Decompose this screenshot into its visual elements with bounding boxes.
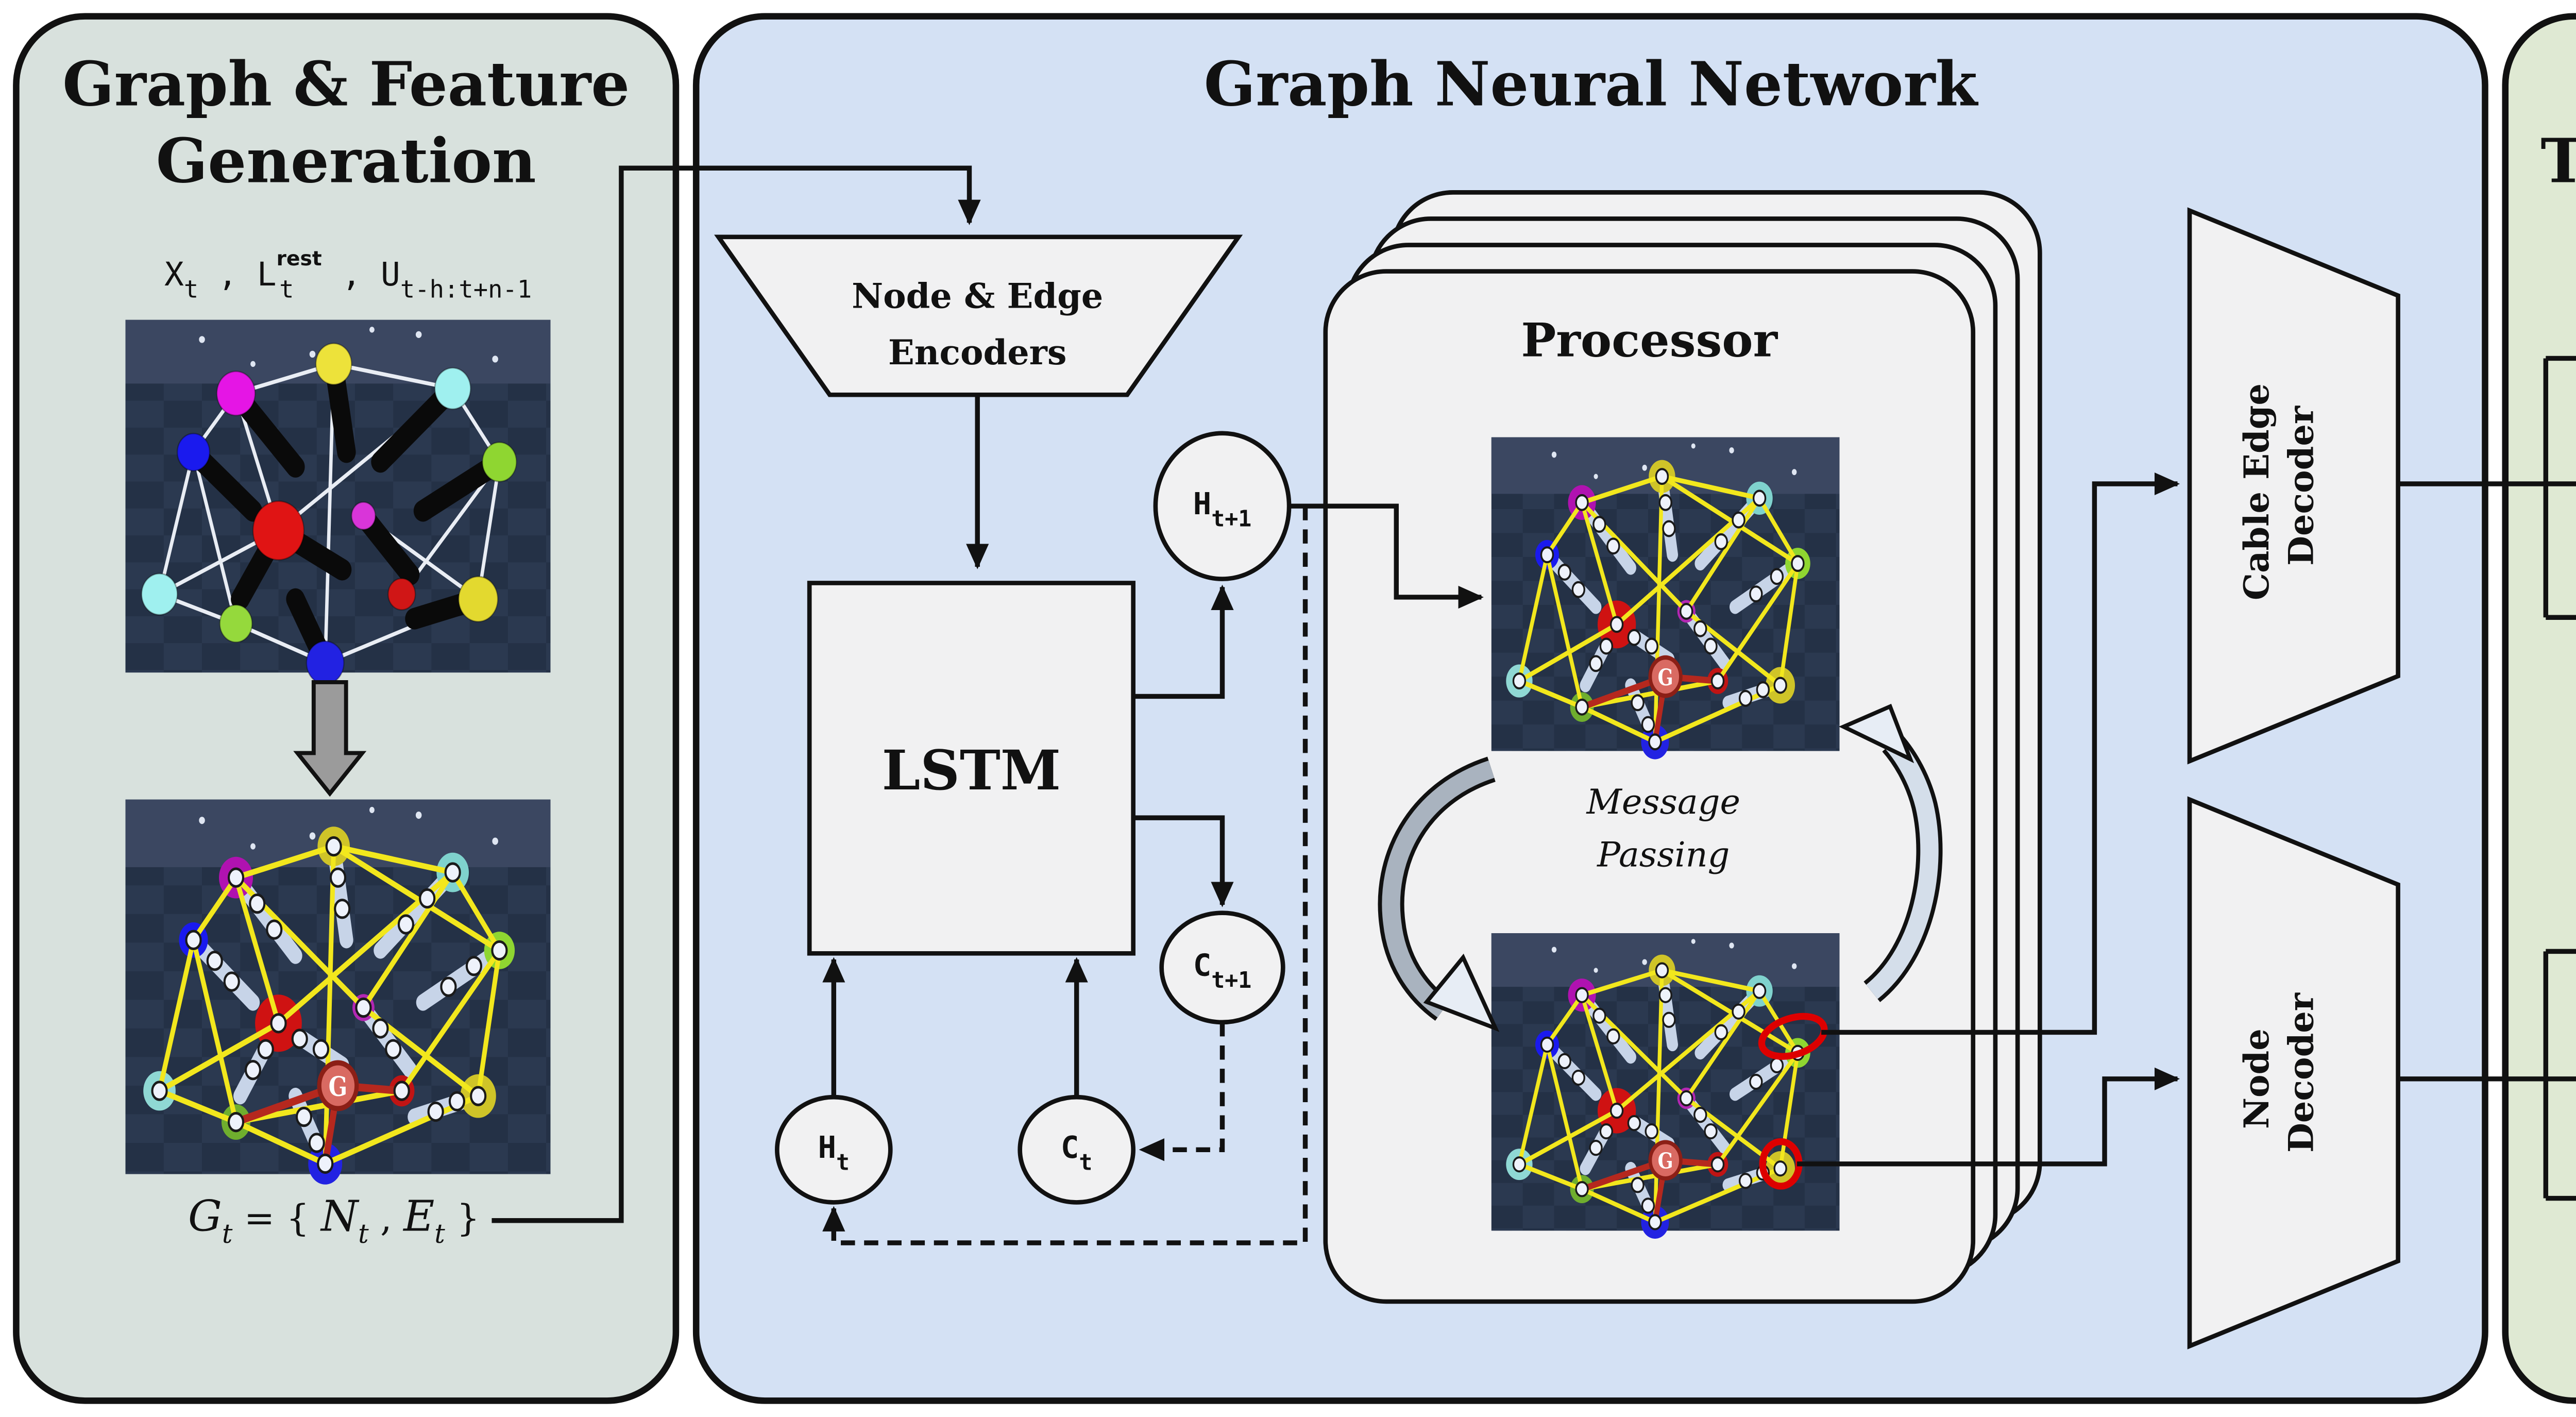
arrow-lstm-to-cell-next bbox=[1133, 815, 1234, 907]
node-decoder-label: Node Decoder bbox=[2236, 992, 2321, 1153]
edge-highlight-red bbox=[1758, 1013, 1828, 1060]
panel-multi-step-time-integration bbox=[2502, 13, 2576, 1404]
node-edge-encoders-block bbox=[714, 234, 1243, 397]
arrow-graph-to-encoders bbox=[492, 165, 981, 1223]
processor-graph-image-bottom bbox=[1492, 933, 1840, 1239]
left-panel-title-line2: Generation bbox=[156, 125, 536, 197]
cable-edge-decoder-label: Cable Edge Decoder bbox=[2236, 372, 2321, 600]
message-passing-label-line2: Passing bbox=[1596, 834, 1730, 874]
message-passing-cycle-arrow-right bbox=[1838, 703, 1943, 1002]
encoders-label-line1: Node & Edge bbox=[852, 275, 1103, 316]
recurrent-cell-feedback-dashed bbox=[1139, 1022, 1225, 1161]
processor-title: Processor bbox=[1521, 313, 1778, 368]
message-passing-cycle-arrow-left bbox=[1378, 756, 1500, 1032]
lstm-block bbox=[807, 581, 1136, 956]
arrow-nodes-to-node-decoder bbox=[1797, 1067, 2180, 1167]
down-block-arrow bbox=[293, 680, 367, 797]
arrow-edges-to-cable-decoder bbox=[1821, 472, 2180, 1035]
robot-graph-image bbox=[126, 800, 551, 1185]
graph-definition-formula: Gt = { Nt , Et } bbox=[188, 1191, 480, 1250]
encoders-label-line2: Encoders bbox=[888, 332, 1067, 373]
processor-graph-image-top bbox=[1492, 437, 1840, 760]
robot-photo-image bbox=[126, 320, 551, 684]
cable-edge-decoder-block bbox=[2187, 207, 2400, 765]
left-panel-title-line1: Graph & Feature bbox=[62, 48, 630, 120]
hidden-state-label: Ht bbox=[818, 1129, 850, 1176]
message-passing-label-line1: Message bbox=[1586, 782, 1740, 822]
node-decoder-block bbox=[2187, 796, 2400, 1349]
gnn-panel-title: Graph Neural Network bbox=[1204, 48, 1979, 120]
node-integration-chain: xt + xt+1 + xt+n Δvt+1 Δvt+n bbox=[2543, 949, 2576, 1201]
arrow-lstm-to-hidden-next bbox=[1133, 584, 1234, 699]
cell-state-label: Ct bbox=[1061, 1129, 1092, 1176]
integration-title-line2: Time Integration bbox=[2540, 125, 2576, 197]
lstm-label: LSTM bbox=[882, 738, 1061, 803]
cell-state-next-label: Ct+1 bbox=[1193, 947, 1251, 993]
hidden-state-next-label: Ht+1 bbox=[1193, 486, 1251, 532]
arrow-hidden-next-to-processor bbox=[1289, 503, 1484, 609]
